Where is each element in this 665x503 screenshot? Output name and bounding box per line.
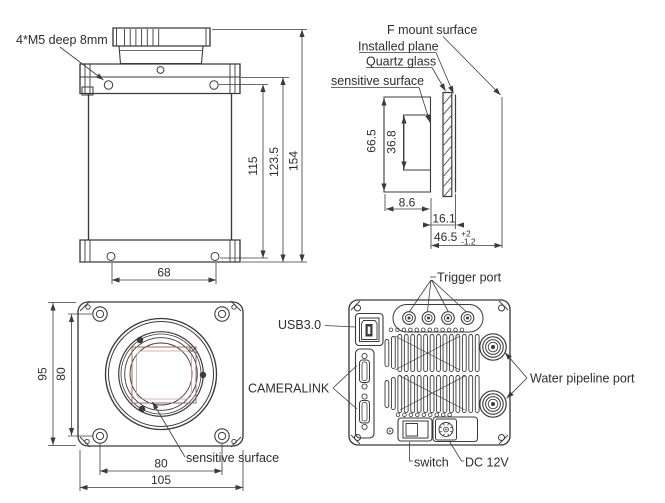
dc-12v-label: DC 12V	[465, 456, 509, 470]
dim-115: 115	[246, 156, 260, 175]
sensor-area-section	[404, 115, 431, 170]
section-leaders	[331, 37, 501, 123]
f-mount-rings	[106, 319, 217, 430]
side-view: 4*M5 deep 8mm 115 123.5 154 68	[16, 28, 307, 284]
quartz-glass-section	[443, 93, 452, 197]
back-corners	[351, 301, 508, 444]
dim-16-1: 16.1	[432, 212, 456, 226]
section-view: F mount surface Installed plane Quartz g…	[331, 23, 502, 249]
m5-leader-line	[60, 47, 104, 80]
dim-8-6: 8.6	[399, 196, 416, 210]
front-body	[78, 302, 243, 446]
dim-46-5-tol-plus: +2	[461, 229, 471, 239]
camera-body-side	[89, 94, 232, 241]
usb-port	[356, 314, 384, 346]
top-plate	[80, 64, 240, 95]
water-pipeline-ports	[480, 334, 506, 417]
trigger-port-label: Trigger port	[437, 271, 502, 285]
dim-80-vertical: 80	[54, 367, 68, 381]
trigger-port-group	[393, 305, 483, 333]
m5-hole-left	[104, 81, 112, 89]
cap-grooves	[125, 29, 159, 46]
cameralink-ports	[356, 349, 375, 438]
dim-66-5: 66.5	[365, 129, 379, 153]
front-view: sensitive surface 95 80 80 105	[36, 301, 279, 492]
lens-cap	[113, 28, 210, 64]
section-dimensions: 66.5 36.8 8.6 16.1 46.5 +2 -1.2	[365, 98, 502, 249]
trigger-ports	[403, 312, 474, 325]
dim-68: 68	[157, 266, 171, 280]
bayonet-lug	[199, 371, 207, 379]
sensor-outline	[132, 347, 196, 403]
installed-plane-label: Installed plane	[358, 40, 439, 54]
bottom-plate	[80, 240, 240, 262]
sensor-board-section	[384, 93, 502, 249]
vent-slots	[385, 328, 479, 417]
front-mounting-holes	[93, 307, 229, 443]
side-dimensions: 115 123.5 154 68	[112, 30, 307, 285]
bayonet-lug	[138, 405, 146, 413]
dim-123-5: 123.5	[267, 147, 281, 177]
bottom-hole-left	[107, 253, 115, 261]
dim-46-5: 46.5	[434, 230, 458, 244]
sensitive-surface-label: sensitive surface	[331, 74, 424, 88]
switch-label: switch	[414, 456, 449, 470]
quartz-glass-label: Quartz glass	[366, 55, 436, 69]
dc-gear-detail	[440, 423, 453, 436]
dim-36-8: 36.8	[385, 130, 399, 154]
front-dimensions: 95 80 80 105	[36, 303, 244, 492]
sensitive-surface-label-front: sensitive surface	[186, 451, 279, 465]
front-corners	[80, 301, 241, 447]
sensitive-leader-front	[153, 402, 186, 457]
f-mount-surface-label: F mount surface	[387, 23, 477, 37]
dc-jack	[433, 417, 478, 442]
top-screw-hole	[157, 67, 164, 74]
back-view: Trigger port USB3.0 CAMERALINK Water pip…	[248, 271, 635, 470]
side-notch	[82, 87, 93, 95]
m5-hole-right	[210, 81, 218, 89]
bottom-hole-right	[211, 253, 219, 261]
dim-80-horizontal: 80	[154, 457, 168, 471]
dim-105: 105	[151, 473, 171, 487]
panel-screw	[387, 428, 393, 434]
dim-95: 95	[36, 367, 50, 381]
dim-154: 154	[287, 151, 301, 171]
back-labels: Trigger port USB3.0 CAMERALINK Water pip…	[248, 271, 635, 470]
dim-46-5-tol-minus: -1.2	[461, 237, 476, 247]
usb-label: USB3.0	[278, 318, 321, 332]
water-pipeline-label: Water pipeline port	[530, 372, 635, 386]
power-switch	[387, 418, 432, 441]
bayonet-lug	[136, 336, 144, 344]
m5-screw-label: 4*M5 deep 8mm	[16, 33, 108, 47]
cameralink-label: CAMERALINK	[248, 382, 330, 396]
